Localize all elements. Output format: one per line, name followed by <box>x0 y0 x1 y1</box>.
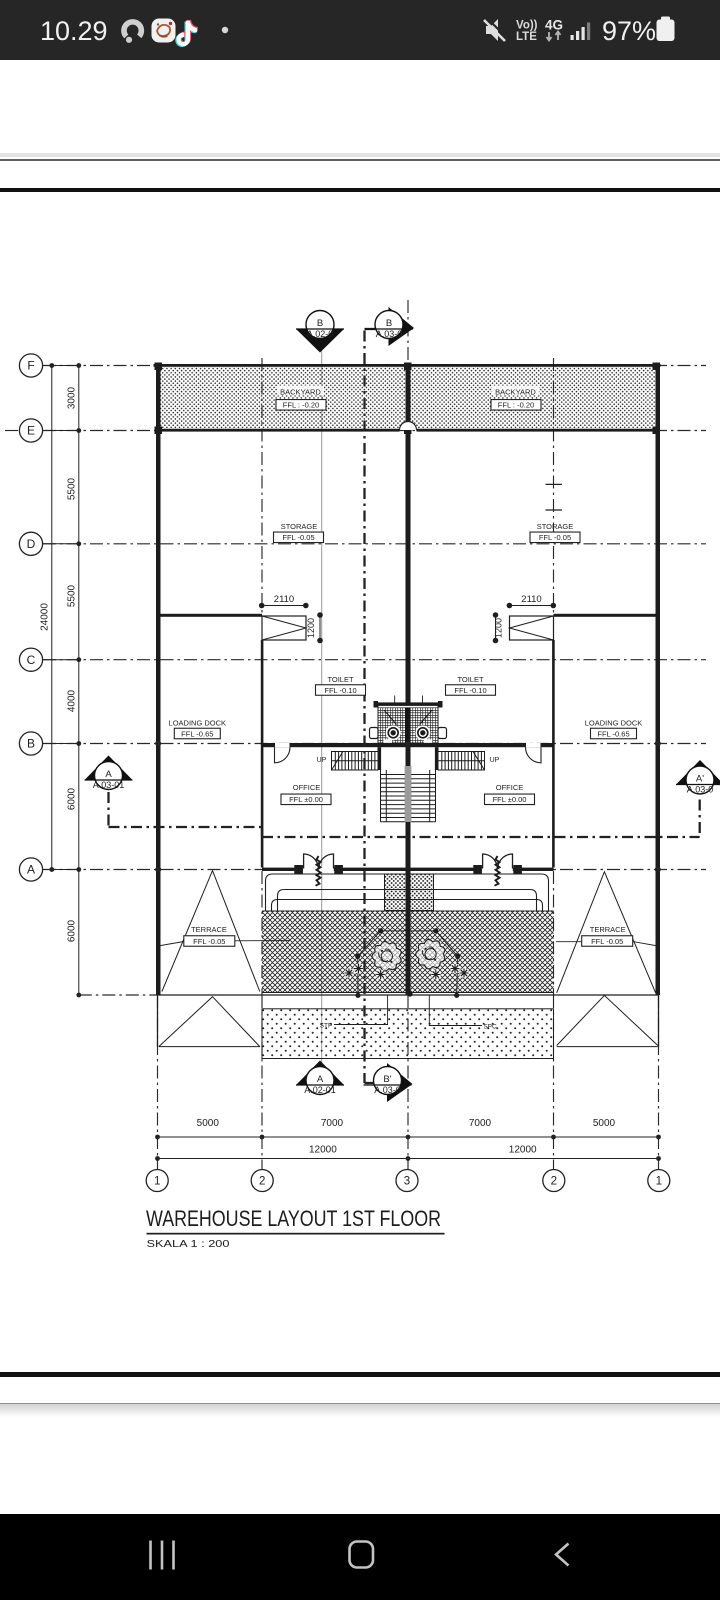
svg-text:B': B' <box>383 1074 391 1085</box>
svg-text:LTE: LTE <box>516 31 537 43</box>
svg-text:FFL : -0.20: FFL : -0.20 <box>498 401 534 410</box>
svg-text:LOADING DOCK: LOADING DOCK <box>585 719 643 728</box>
svg-text:TOILET: TOILET <box>327 675 354 684</box>
svg-text:SPC: SPC <box>483 1024 497 1031</box>
svg-text:3000: 3000 <box>67 386 78 409</box>
svg-text:FFL -0.05: FFL -0.05 <box>193 937 225 946</box>
svg-text:FFL -0.05: FFL -0.05 <box>539 533 571 542</box>
svg-text:A.03-0: A.03-0 <box>374 1085 401 1095</box>
svg-text:OFFICE: OFFICE <box>293 783 321 792</box>
svg-text:7000: 7000 <box>469 1118 492 1129</box>
svg-text:5000: 5000 <box>593 1118 616 1129</box>
svg-text:2: 2 <box>259 1176 265 1188</box>
svg-text:FFL -0.10: FFL -0.10 <box>324 686 356 695</box>
svg-text:Vo)): Vo)) <box>516 20 538 32</box>
svg-text:STP: STP <box>320 1023 333 1030</box>
svg-text:TERRACE: TERRACE <box>191 925 227 934</box>
svg-text:A: A <box>105 769 112 780</box>
svg-text:LOADING DOCK: LOADING DOCK <box>169 719 227 728</box>
svg-text:D: D <box>27 537 36 551</box>
svg-text:SKALA 1 : 200: SKALA 1 : 200 <box>147 1239 231 1250</box>
svg-text:A.03-0: A.03-0 <box>376 329 403 339</box>
svg-text:FFL -0.10: FFL -0.10 <box>454 686 486 695</box>
svg-text:6000: 6000 <box>67 787 78 810</box>
svg-text:2110: 2110 <box>521 594 541 605</box>
svg-text:FFL -0.05: FFL -0.05 <box>591 937 623 946</box>
svg-text:B: B <box>317 318 323 329</box>
svg-text:97%: 97% <box>602 16 656 46</box>
svg-text:A.03-0: A.03-0 <box>687 785 714 795</box>
svg-text:B: B <box>27 737 35 751</box>
svg-text:A': A' <box>696 774 704 785</box>
svg-text:UP: UP <box>317 757 327 764</box>
svg-text:A.02-01: A.02-01 <box>304 1085 336 1095</box>
svg-text:1200: 1200 <box>306 618 316 638</box>
svg-text:FFL ±0.00: FFL ±0.00 <box>493 795 527 804</box>
svg-text:2: 2 <box>551 1176 557 1188</box>
svg-text:BACKYARD: BACKYARD <box>280 388 321 397</box>
svg-text:F: F <box>27 359 34 373</box>
svg-text:WAREHOUSE LAYOUT 1ST FLOOR: WAREHOUSE LAYOUT 1ST FLOOR <box>146 1206 441 1231</box>
svg-text:1: 1 <box>656 1176 662 1188</box>
svg-text:FFL -0.65: FFL -0.65 <box>597 729 629 738</box>
svg-text:B: B <box>386 318 392 329</box>
svg-text:4G: 4G <box>545 18 563 33</box>
svg-text:2110: 2110 <box>274 594 294 605</box>
svg-text:7000: 7000 <box>321 1118 344 1129</box>
svg-text:UP: UP <box>490 757 500 764</box>
svg-text:FFL -0.05: FFL -0.05 <box>282 533 314 542</box>
svg-text:A.03-01: A.03-01 <box>93 780 125 790</box>
svg-text:BACKYARD: BACKYARD <box>495 388 536 397</box>
svg-text:TERRACE: TERRACE <box>590 925 626 934</box>
svg-text:A: A <box>317 1074 324 1085</box>
svg-text:5500: 5500 <box>67 584 78 607</box>
svg-text:OFFICE: OFFICE <box>496 783 524 792</box>
svg-text:FFL : -0.20: FFL : -0.20 <box>283 401 319 410</box>
svg-text:3: 3 <box>404 1176 410 1188</box>
svg-text:FFL -0.65: FFL -0.65 <box>181 729 213 738</box>
svg-text:6000: 6000 <box>67 919 78 942</box>
svg-text:12000: 12000 <box>309 1145 337 1156</box>
svg-text:1200: 1200 <box>494 618 504 638</box>
svg-text:24000: 24000 <box>40 603 51 631</box>
svg-text:C: C <box>27 653 36 667</box>
svg-text:STORAGE: STORAGE <box>537 522 574 531</box>
svg-text:E: E <box>27 424 35 438</box>
svg-text:10.29: 10.29 <box>40 16 108 46</box>
svg-text:12000: 12000 <box>509 1145 537 1156</box>
svg-text:TOILET: TOILET <box>457 675 484 684</box>
svg-text:5000: 5000 <box>197 1118 220 1129</box>
svg-text:FFL ±0.00: FFL ±0.00 <box>289 795 323 804</box>
svg-text:STORAGE: STORAGE <box>281 522 318 531</box>
svg-text:5500: 5500 <box>67 477 78 500</box>
svg-text:A.02-0: A.02-0 <box>307 329 334 339</box>
svg-text:1: 1 <box>154 1176 160 1188</box>
svg-text:4000: 4000 <box>67 689 78 712</box>
svg-text:A: A <box>27 863 35 877</box>
